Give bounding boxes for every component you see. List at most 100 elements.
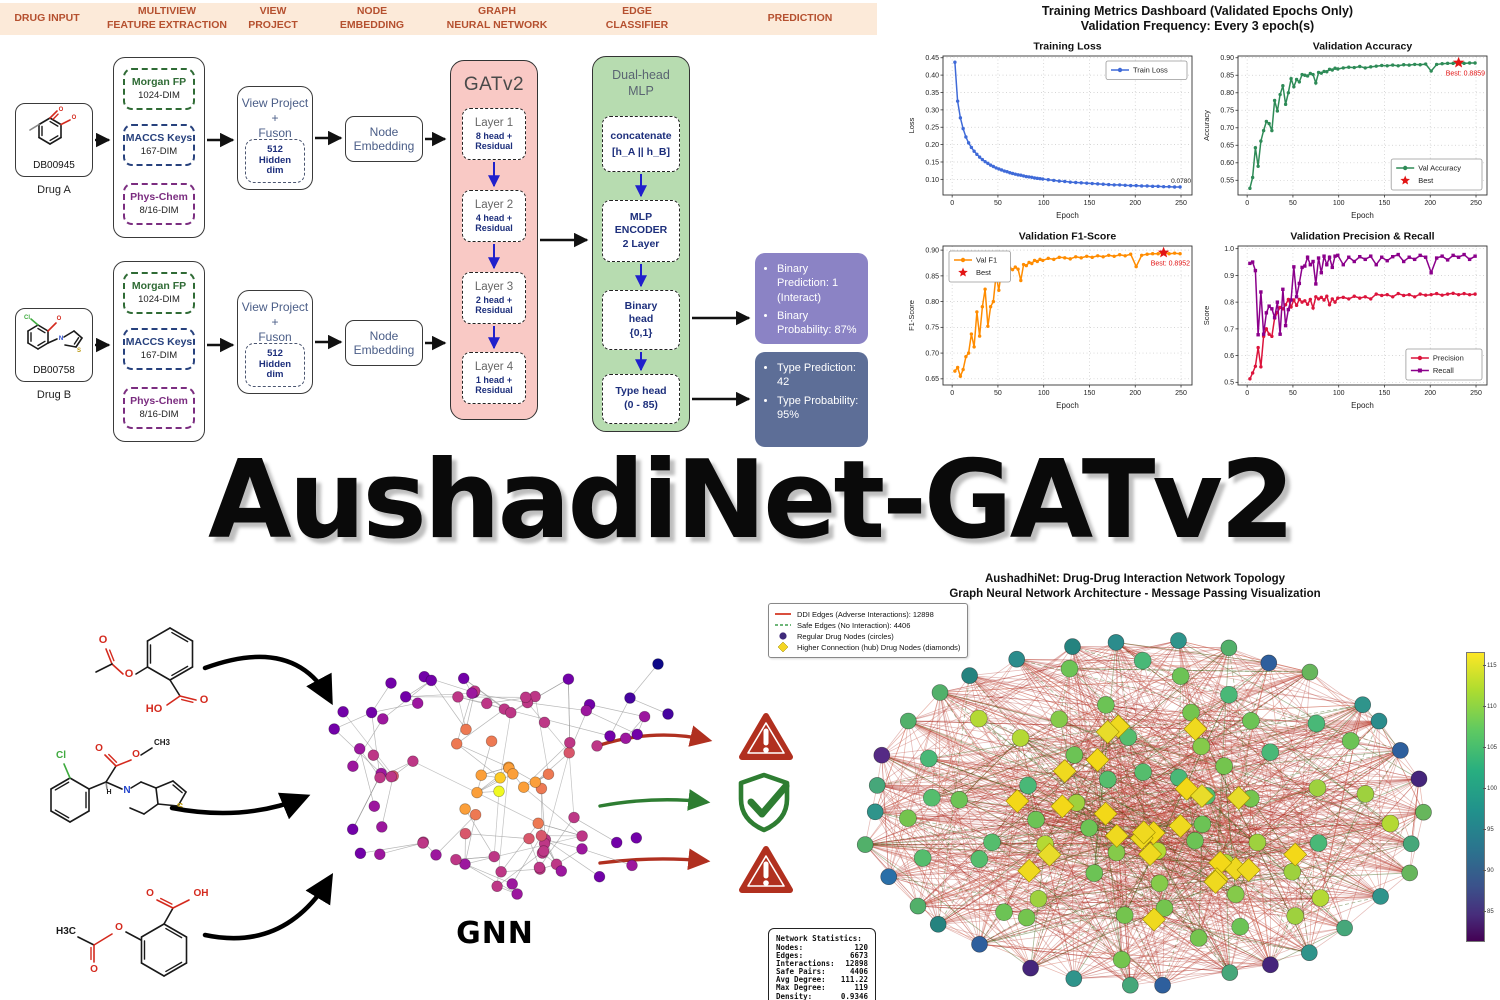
svg-text:0.90: 0.90 [1220,55,1234,62]
legend-label: DDI Edges (Adverse Interactions): 12898 [797,609,934,619]
topology-colorbar [1466,652,1485,942]
node-embedding-text-b: Node Embedding [353,328,415,357]
svg-text:O: O [95,743,103,754]
svg-text:0.10: 0.10 [925,177,939,184]
svg-text:0: 0 [1245,200,1249,207]
warning-triangle-icon [739,713,793,760]
binary-head-block: Binary head {0,1} [602,290,680,350]
svg-text:0.5: 0.5 [1224,380,1234,387]
morgan-fp-dim: 1024-DIM [138,90,180,102]
view-project-title-a: View Project + Fuson [241,96,309,140]
svg-text:Best: Best [976,268,992,277]
colorbar-tick: 110 [1483,704,1497,710]
svg-text:Validation F1-Score: Validation F1-Score [1019,231,1117,243]
pipeline-column-label: NODE EMBEDDING [339,5,405,31]
colorbar-tick: 90 [1483,868,1494,874]
svg-text:0.25: 0.25 [925,125,939,132]
svg-text:F1-Score: F1-Score [907,300,916,331]
colorbar-tick: 105 [1482,745,1498,751]
layer-4-name: Layer 4 [474,360,514,373]
maccs-keys-box-a: MACCS Keys 167-DIM [123,124,195,166]
svg-text:Validation Accuracy: Validation Accuracy [1313,41,1413,53]
svg-text:Epoch: Epoch [1056,401,1079,410]
svg-text:Training Loss: Training Loss [1033,41,1101,53]
colorbar-tick: 85 [1483,909,1494,915]
svg-text:Cl: Cl [56,750,66,761]
prediction-line: Type Probability: 95% [777,394,860,423]
svg-text:200: 200 [1129,390,1141,397]
dashed-legend-marker [775,624,791,626]
dashboard-title: Training Metrics Dashboard (Validated Ep… [895,4,1500,34]
stat-label: Avg Degree: [776,975,826,985]
concatenate-block: concatenate [h_A || h_B] [602,116,680,172]
maccs-keys-dim: 167-DIM [140,146,178,158]
phys-chem-name: Phys-Chem [130,191,188,203]
svg-text:0.35: 0.35 [925,90,939,97]
diamond-legend-marker [777,642,789,652]
edge-classifier-title: Dual-head MLP [612,68,670,98]
legend-label: Regular Drug Nodes (circles) [797,631,894,641]
view-project-title-b: View Project + Fuson [241,300,309,344]
type-head-block: Type head (0 - 85) [602,374,680,424]
svg-text:0.80: 0.80 [925,299,939,306]
phys-chem-box-a: Phys-Chem 8/16-DIM [123,183,195,225]
stat-label: Edges: [776,951,804,961]
topology-legend-item: Higher Connection (hub) Drug Nodes (diam… [774,642,960,652]
drug-b-label: Drug B [36,389,72,401]
phys-chem-box-b: Phys-Chem 8/16-DIM [123,387,195,429]
legend-label: Higher Connection (hub) Drug Nodes (diam… [797,642,961,652]
svg-text:0.7: 0.7 [1224,326,1234,333]
hidden-dim-text-a: 512 Hidden dim [258,143,292,177]
svg-text:250: 250 [1175,200,1187,207]
svg-text:0.45: 0.45 [925,55,939,62]
pipeline-column-label: EDGE CLASSIFIER [605,5,669,31]
mlp-encoder-block: MLP ENCODER 2 Layer [602,200,680,262]
svg-text:0: 0 [950,200,954,207]
shield-check-icon [738,772,790,833]
colorbar-tick: 95 [1483,827,1494,833]
svg-text:S: S [177,802,184,813]
svg-text:250: 250 [1175,390,1187,397]
morgan-fp-box-b: Morgan FP 1024-DIM [123,272,195,314]
pipeline-column-label: PREDICTION [767,12,833,25]
layer-1-name: Layer 1 [474,116,514,129]
stat-value: 119 [854,983,868,993]
maccs-keys-name: MACCS Keys [125,336,193,348]
legend-label: Safe Edges (No Interaction): 4406 [797,620,911,630]
drug-a-id: DB00945 [33,160,75,171]
svg-text:50: 50 [1289,200,1297,207]
svg-text:O: O [72,115,77,121]
view-project-box-b: View Project + Fuson 512 Hidden dim [237,290,313,394]
pipeline-column-label: DRUG INPUT [14,12,80,25]
svg-text:0.65: 0.65 [925,376,939,383]
svg-text:H3C: H3C [56,926,76,937]
svg-text:Best: Best [1418,176,1434,185]
stat-label: Nodes: [776,943,804,952]
gat-layer-3: Layer 3 2 head + Residual [462,272,526,324]
morgan-fp-name: Morgan FP [131,280,187,292]
stat-label: Max Degree: [776,983,826,993]
phys-chem-dim: 8/16-DIM [139,205,179,217]
pipeline-column-label: VIEW PROJECT [248,5,298,31]
svg-text:Loss: Loss [907,117,916,133]
svg-text:O: O [59,107,64,113]
layer-3-name: Layer 3 [474,280,514,293]
svg-text:O: O [125,668,134,680]
svg-text:200: 200 [1424,390,1436,397]
stat-label: Interactions: [776,959,835,969]
hidden-dim-box-a: 512 Hidden dim [245,139,305,183]
svg-text:0.65: 0.65 [1220,143,1234,150]
stat-row: Interactions:12898 [776,960,868,968]
svg-text:0.30: 0.30 [925,107,939,114]
svg-text:O: O [99,634,108,646]
colorbar-tick: 115 [1483,663,1497,669]
drug-b-id: DB00758 [33,365,75,376]
maccs-keys-box-b: MACCS Keys 167-DIM [123,328,195,370]
